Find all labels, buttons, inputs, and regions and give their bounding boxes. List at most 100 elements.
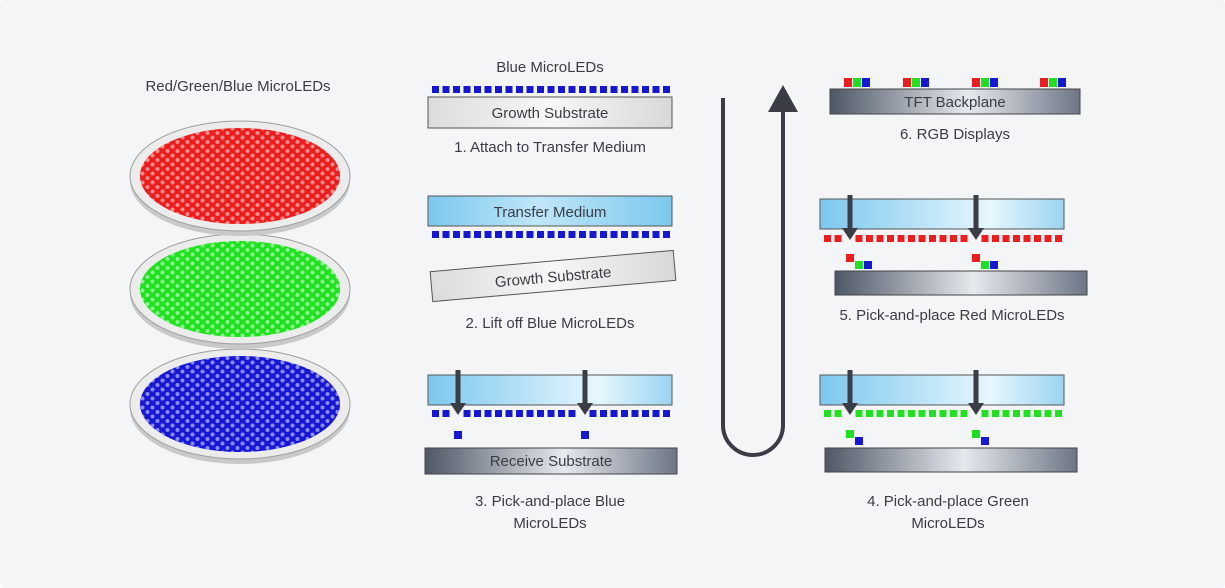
step2-caption: 2. Lift off Blue MicroLEDs: [466, 315, 635, 332]
micro-led: [484, 410, 492, 417]
micro-led: [824, 410, 831, 417]
micro-led: [505, 86, 513, 93]
micro-led: [589, 410, 597, 417]
micro-led: [495, 410, 502, 417]
micro-led: [600, 231, 607, 238]
step3-placed-led-2: [581, 431, 589, 439]
micro-led: [1002, 235, 1010, 242]
micro-led: [834, 410, 842, 417]
micro-led: [453, 86, 460, 93]
micro-led: [568, 86, 576, 93]
blue-wafer: [129, 348, 351, 464]
micro-led: [855, 410, 863, 417]
micro-led: [600, 410, 607, 417]
micro-led: [897, 410, 905, 417]
micro-led: [432, 410, 439, 417]
micro-led: [1023, 235, 1031, 242]
step4-receive-substrate: [824, 447, 1078, 473]
rgb-pixel-green: [1049, 78, 1057, 87]
pick-arrow-shaft: [973, 370, 979, 405]
step3-blue-led-row: [432, 410, 670, 417]
step5-transfer-medium: [819, 198, 1065, 230]
micro-led: [663, 86, 670, 93]
step1-blue-led-row: [432, 86, 670, 93]
micro-led: [537, 86, 544, 93]
micro-led: [981, 235, 989, 242]
micro-led: [824, 235, 831, 242]
micro-led: [642, 231, 649, 238]
micro-led: [579, 231, 586, 238]
micro-led: [929, 410, 936, 417]
micro-led: [463, 231, 471, 238]
step2-blue-led-row: [432, 231, 670, 238]
rgb-pixel-green: [912, 78, 920, 87]
step3-pick-arrows: [450, 370, 593, 415]
rgb-pixel-red: [972, 78, 980, 87]
micro-led: [960, 235, 968, 242]
pick-arrow-head: [577, 403, 593, 415]
pick-arrow-head: [968, 228, 984, 240]
micro-led: [897, 235, 905, 242]
micro-led: [610, 86, 618, 93]
step3-substrate-label: Receive Substrate: [490, 453, 613, 470]
micro-led: [642, 410, 649, 417]
micro-led: [474, 410, 481, 417]
micro-led: [558, 86, 565, 93]
micro-led: [621, 410, 628, 417]
micro-led: [505, 410, 513, 417]
micro-led: [939, 235, 947, 242]
micro-led: [642, 86, 649, 93]
step5-pick-arrows: [842, 195, 984, 240]
micro-led: [610, 231, 618, 238]
micro-led: [589, 86, 597, 93]
micro-led: [652, 231, 660, 238]
pick-arrow-shaft: [847, 195, 853, 230]
micro-led: [1034, 235, 1041, 242]
rgb-pixel-red: [844, 78, 852, 87]
micro-led: [876, 410, 884, 417]
step5-placed-triplet-1: [846, 254, 872, 269]
rgb-pixel-blue: [921, 78, 929, 87]
step1-top-label: Blue MicroLEDs: [496, 59, 604, 76]
micro-led: [516, 231, 523, 238]
step1-caption: 1. Attach to Transfer Medium: [454, 139, 646, 156]
micro-led: [992, 235, 999, 242]
step3-transfer-medium: [427, 374, 673, 406]
step5-red-led-row: [824, 235, 1062, 242]
step3-receive-substrate: [424, 447, 678, 475]
micro-led: [950, 410, 957, 417]
step1-growth-substrate: [427, 96, 673, 129]
pick-arrow-shaft: [455, 370, 461, 405]
micro-led: [463, 410, 471, 417]
micro-led: [1055, 235, 1062, 242]
micro-led: [918, 410, 926, 417]
step2-medium-label: Transfer Medium: [494, 204, 607, 221]
micro-led: [887, 235, 894, 242]
micro-led: [484, 231, 492, 238]
micro-led: [537, 231, 544, 238]
micro-led: [866, 410, 873, 417]
micro-led: [442, 231, 450, 238]
micro-led: [526, 231, 534, 238]
pick-arrow-head: [450, 403, 466, 415]
micro-led: [1002, 410, 1010, 417]
step3-caption-line1: 3. Pick-and-place Blue: [475, 493, 625, 510]
micro-led: [432, 231, 439, 238]
flow-u-arrow: [721, 98, 785, 457]
micro-led: [568, 231, 576, 238]
micro-led: [1055, 410, 1062, 417]
step5-placed-triplet-2: [972, 254, 998, 269]
green-wafer: [129, 233, 351, 349]
micro-led: [950, 235, 957, 242]
micro-led: [929, 235, 936, 242]
micro-led: [992, 410, 999, 417]
pick-arrow-head: [968, 403, 984, 415]
pick-arrow-shaft: [847, 370, 853, 405]
micro-led: [474, 231, 481, 238]
micro-led: [568, 410, 576, 417]
step4-pick-arrows: [842, 370, 984, 415]
step3-caption-line2: MicroLEDs: [513, 515, 586, 532]
micro-led: [600, 86, 607, 93]
rgb-pixel-red: [903, 78, 911, 87]
micro-led: [526, 86, 534, 93]
